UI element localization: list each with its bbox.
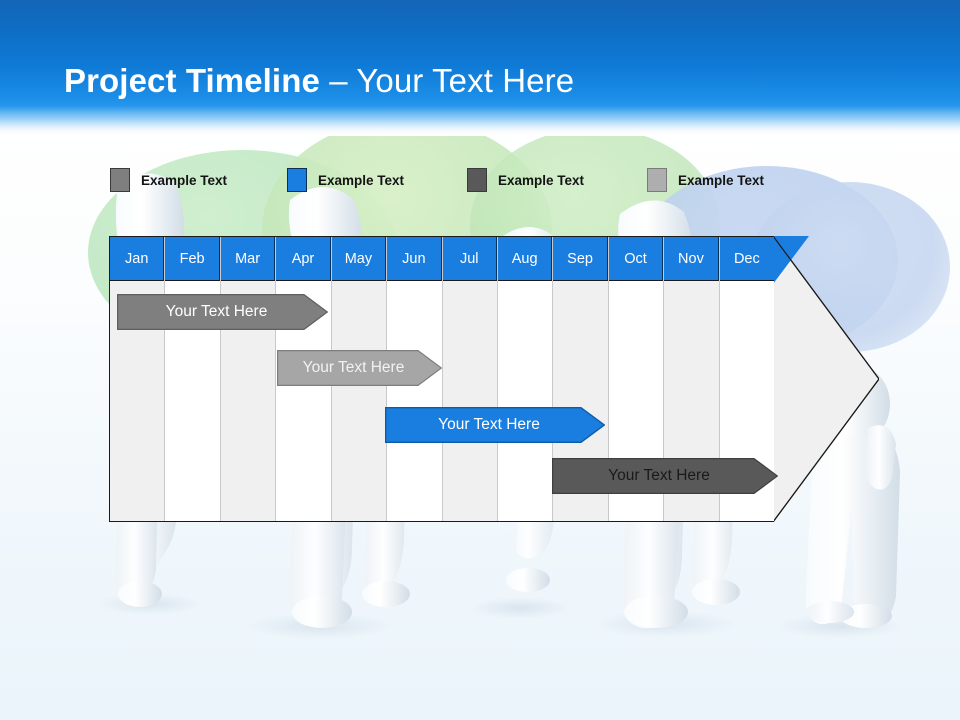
task-bar[interactable]: Your Text Here (552, 458, 778, 494)
legend-item[interactable]: Example Text (647, 168, 764, 192)
month-header-cell: Nov (664, 237, 719, 281)
month-header-cell: Jul (442, 237, 497, 281)
month-header-cell: Feb (165, 237, 220, 281)
legend-item[interactable]: Example Text (110, 168, 227, 192)
page-title-light: – Your Text Here (319, 62, 575, 99)
month-header-cell: Oct (608, 237, 664, 281)
month-body-cell (497, 281, 553, 521)
legend-item-label: Example Text (498, 172, 585, 188)
month-header-cell: Jun (387, 237, 442, 281)
legend-item-label: Example Text (678, 172, 765, 188)
month-header-cell: Jan (110, 237, 165, 281)
page-title-strong: Project Timeline (64, 62, 320, 99)
task-bar-label: Your Text Here (165, 303, 268, 320)
month-column[interactable]: Feb (165, 237, 221, 521)
page-title: Project Timeline – Your Text Here (64, 60, 574, 102)
task-bar[interactable]: Your Text Here (117, 294, 328, 330)
timeline-chart: Jan Feb Mar Apr May Jun Jul Aug Sep Oct … (109, 236, 879, 522)
month-column[interactable]: Mar (220, 237, 277, 521)
legend-swatch-icon (287, 168, 307, 192)
task-bar-label: Your Text Here (302, 359, 405, 376)
legend: Example Text Example Text Example Text E… (110, 168, 830, 196)
month-body-cell (442, 281, 497, 521)
legend-swatch-icon (647, 168, 667, 192)
legend-item[interactable]: Example Text (287, 168, 404, 192)
month-header-cell: Aug (497, 237, 553, 281)
task-bar-arrow-icon (552, 458, 778, 494)
month-header-cell: Sep (553, 237, 608, 281)
month-header-cell: Mar (220, 237, 276, 281)
task-bar-label: Your Text Here (438, 416, 540, 433)
task-bar[interactable]: Your Text Here (385, 407, 605, 443)
task-bar-label: Your Text Here (608, 467, 710, 484)
legend-item-label: Example Text (318, 172, 405, 188)
month-header-cell: Dec (719, 237, 774, 281)
legend-item-label: Example Text (141, 172, 228, 188)
title-banner (0, 0, 960, 136)
legend-swatch-icon (110, 168, 130, 192)
month-column[interactable]: Jan (110, 237, 166, 521)
task-bar-arrow-icon (277, 350, 442, 386)
task-bar-arrow-icon (385, 407, 605, 443)
task-bar[interactable]: Your Text Here (277, 350, 442, 386)
legend-swatch-icon (467, 168, 487, 192)
legend-item[interactable]: Example Text (467, 168, 584, 192)
month-body-cell (387, 281, 442, 521)
month-column[interactable]: May (331, 237, 388, 521)
month-column[interactable]: Jul (442, 237, 498, 521)
task-bar-arrow-icon (117, 294, 328, 330)
month-header-cell: Apr (276, 237, 331, 281)
month-body-cell (331, 281, 387, 521)
month-column[interactable]: Jun (387, 237, 443, 521)
month-header-cell: May (331, 237, 387, 281)
month-column[interactable]: Aug (497, 237, 554, 521)
